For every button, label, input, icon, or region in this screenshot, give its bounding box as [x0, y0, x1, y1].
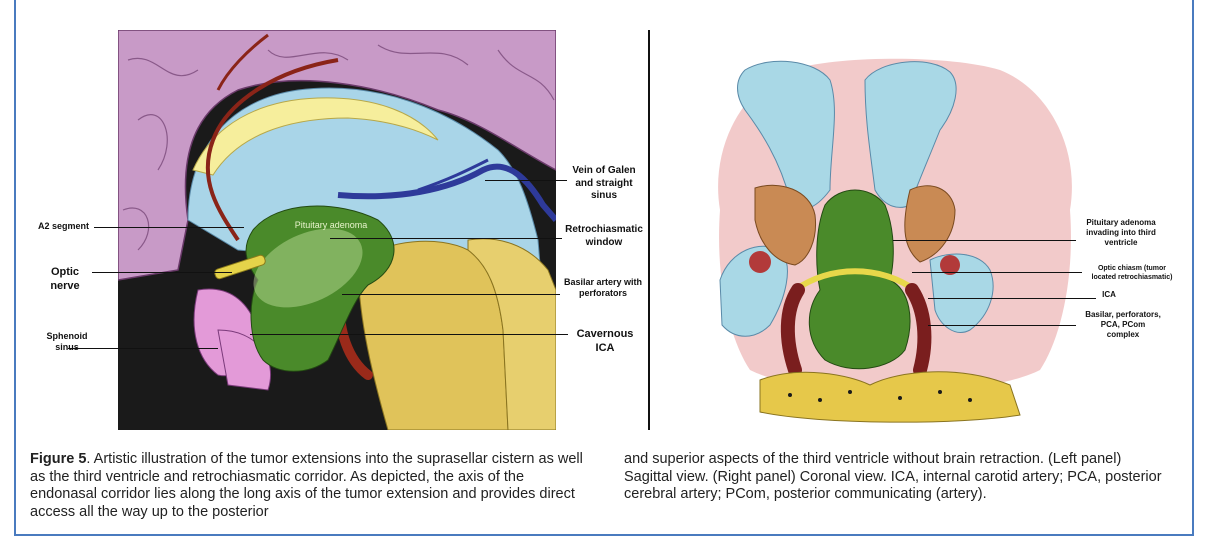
label-adenoma-third-ventricle: Pituitary adenoma invading into third ve…: [1086, 218, 1156, 247]
leader-ica: [928, 298, 1096, 299]
label-inside-adenoma: Pituitary adenoma: [294, 220, 368, 230]
leader-vein: [485, 180, 567, 181]
leader-basilar: [342, 294, 560, 295]
caption-right: and superior aspects of the third ventri…: [624, 451, 1164, 504]
sagittal-illustration: [118, 30, 556, 430]
caption-figure-label: Figure 5: [30, 451, 87, 467]
leader-basilar-complex: [928, 325, 1076, 326]
figure-frame: [14, 0, 1194, 536]
label-retrochiasmatic-window: Retrochiasmatic window: [565, 224, 643, 248]
panel-divider: [648, 30, 650, 430]
leader-cavernous: [250, 334, 568, 335]
leader-sphenoid: [68, 348, 218, 349]
label-optic-nerve: Optic nerve: [50, 266, 80, 292]
label-a2-segment: A2 segment: [38, 221, 90, 231]
label-optic-chiasm: Optic chiasm (tumor located retrochiasma…: [1091, 265, 1173, 281]
leader-adenoma3v: [893, 240, 1076, 241]
label-basilar-artery: Basilar artery with perforators: [563, 277, 643, 299]
caption-left-text: . Artistic illustration of the tumor ext…: [30, 451, 583, 520]
leader-chiasm: [912, 272, 1082, 273]
leader-retro: [330, 238, 562, 239]
leader-a2: [94, 227, 244, 228]
leader-optic: [92, 272, 232, 273]
label-vein-of-galen: Vein of Galen and straight sinus: [572, 165, 636, 201]
label-sphenoid-sinus: Sphenoid sinus: [46, 331, 88, 353]
label-ica: ICA: [1102, 290, 1116, 299]
label-basilar-complex: Basilar, perforators, PCA, PCom complex: [1085, 310, 1161, 339]
coronal-illustration: [700, 40, 1090, 430]
label-cavernous-ica: Cavernous ICA: [576, 328, 634, 354]
caption-left: Figure 5. Artistic illustration of the t…: [30, 451, 588, 521]
caption-right-text: and superior aspects of the third ventri…: [624, 451, 1162, 502]
